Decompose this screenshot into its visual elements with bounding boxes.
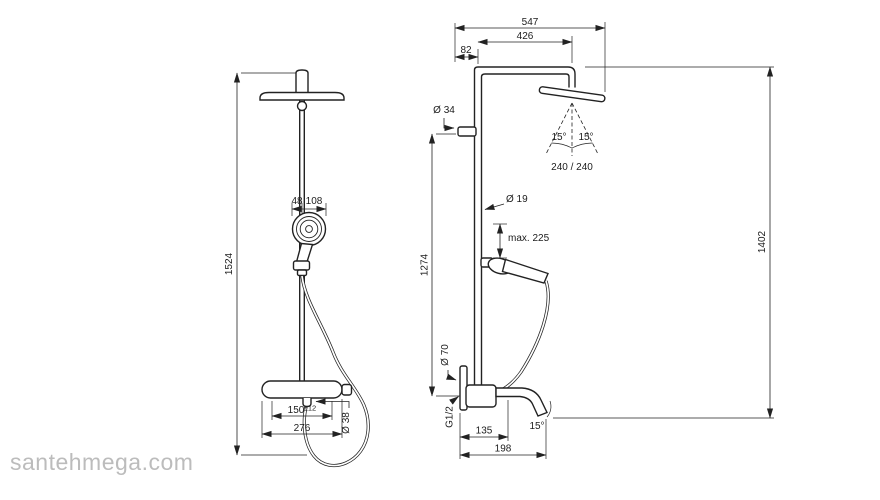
dim-150-label: 150 — [288, 405, 305, 416]
dim-547-label: 547 — [522, 17, 539, 28]
front-view: 1524 48 108 — [224, 69, 370, 468]
dim-overall-height-side: 1402 — [553, 66, 774, 419]
head-size-label: 240 / 240 — [551, 162, 593, 173]
dim-82-label: 82 — [460, 45, 472, 56]
dim-hose-diameter: Ø 38 — [315, 398, 352, 434]
dim-1274-label: 1274 — [420, 253, 431, 276]
dim-handshower-front: 48 108 — [291, 196, 327, 216]
dim-valve-spacing: 150 ±12 — [271, 401, 333, 420]
dim-1524-label: 1524 — [224, 252, 235, 275]
dim-spout-reach: 135 198 — [459, 400, 547, 459]
head-connector — [295, 69, 309, 95]
dim-d38-label: Ø 38 — [341, 412, 352, 434]
spray-angle-left-label: 15° — [551, 132, 566, 143]
dim-top-depths: 547 426 82 — [454, 17, 606, 92]
dim-pipe-height: 1274 — [420, 133, 462, 397]
handshower-holder — [292, 260, 311, 271]
dim-overall-height-front: 1524 — [224, 72, 307, 456]
mixer-side: 15° — [459, 365, 552, 432]
overhead-shower-front — [259, 91, 345, 101]
overhead-shower-side — [538, 86, 606, 103]
shower-hose-front — [300, 275, 370, 468]
dim-150-tolerance-label: ±12 — [304, 404, 316, 413]
hand-shower-side — [480, 257, 549, 284]
dim-426-label: 426 — [517, 31, 534, 42]
dim-pipe-diameter: Ø 19 — [484, 194, 528, 210]
bath-spout — [495, 387, 548, 417]
watermark: santehmega.com — [10, 449, 194, 475]
dim-valve-width: 276 — [261, 399, 343, 438]
dim-108-label: 108 — [306, 196, 323, 207]
dim-135-label: 135 — [476, 426, 493, 437]
dim-1402-label: 1402 — [757, 230, 768, 253]
spray-cone: 15° 15° 240 / 240 — [545, 102, 599, 173]
spout-angle-label: 15° — [529, 421, 544, 432]
dim-276-label: 276 — [294, 423, 311, 434]
shower-column-side — [457, 66, 606, 386]
dim-d34-label: Ø 34 — [433, 105, 455, 116]
hose-outlet — [302, 398, 312, 408]
shower-hose-side — [498, 280, 550, 393]
dim-d70-label: Ø 70 — [440, 344, 451, 366]
g12-label: G1/2 — [445, 406, 456, 428]
mixer-front — [261, 380, 353, 408]
wall-bracket — [457, 126, 477, 137]
dim-slider-range: max. 225 — [493, 223, 550, 259]
mixer-handle — [341, 383, 353, 396]
side-view: 547 426 82 15° 15° 240 / 240 Ø 34 — [420, 17, 774, 459]
dim-escutcheon-diameter: Ø 70 — [440, 344, 457, 381]
max-225-label: max. 225 — [508, 233, 550, 244]
dim-bracket-diameter: Ø 34 — [433, 105, 455, 132]
dim-d19-label: Ø 19 — [506, 194, 528, 205]
hand-shower-front — [291, 211, 327, 277]
dim-198-label: 198 — [495, 444, 512, 455]
ball-joint — [296, 100, 308, 112]
dim-connection-thread: G1/2 — [445, 396, 459, 428]
spray-angle-right-label: 15° — [578, 132, 593, 143]
dim-48-label: 48 — [291, 196, 303, 207]
